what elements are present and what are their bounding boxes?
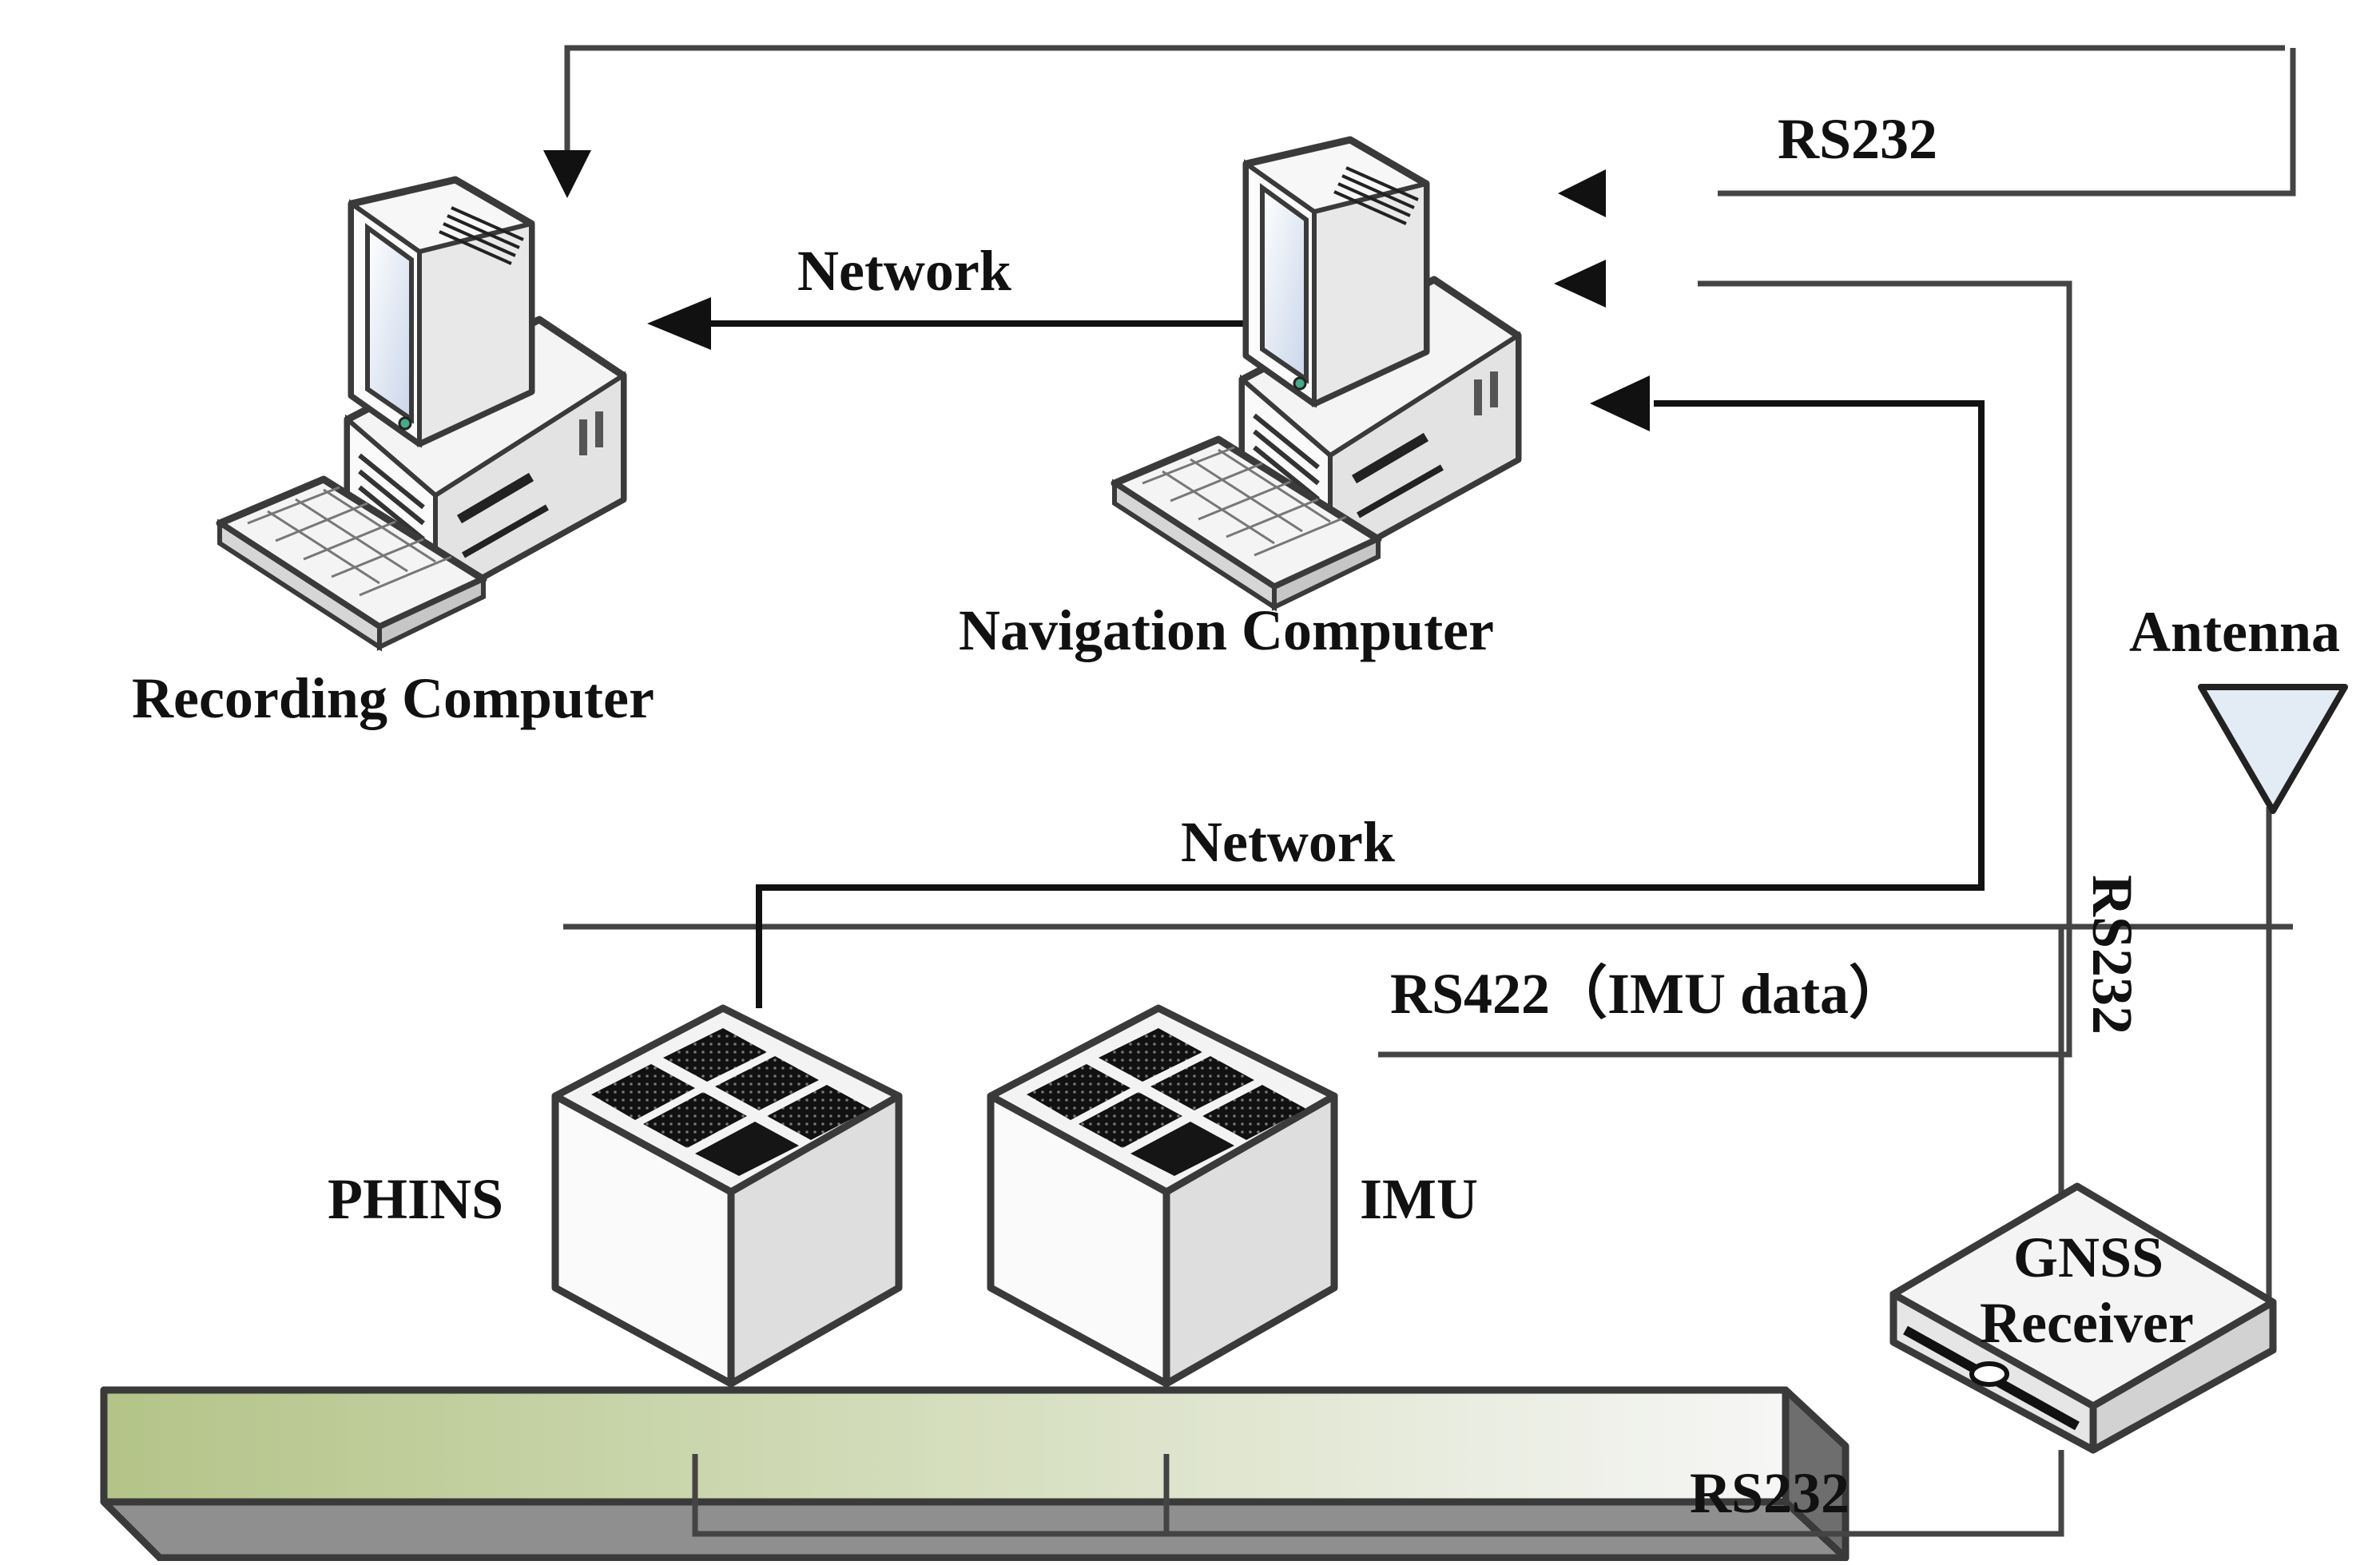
- arrowheads: [543, 150, 1650, 431]
- navigation-computer-icon: [1115, 140, 1518, 607]
- antenna-label: Antenna: [2129, 600, 2340, 664]
- rs232-label-vertical: RS232: [2080, 875, 2144, 1035]
- imu-label: IMU: [1360, 1167, 1478, 1231]
- gnss-label-line2: Receiver: [1980, 1291, 2194, 1355]
- recording-computer-label: Recording Computer: [132, 666, 654, 730]
- antenna-icon: [2198, 684, 2348, 814]
- connection-lines: [563, 45, 2296, 1537]
- recording-computer-icon: [220, 180, 623, 647]
- phins-label: PHINS: [328, 1167, 503, 1231]
- navigation-computer-label: Navigation Computer: [959, 598, 1494, 662]
- gnss-receiver-icon: [1889, 1182, 2277, 1454]
- rs422-imu-label: RS422（IMU data）: [1390, 962, 1906, 1026]
- network-label-middle: Network: [1181, 810, 1395, 874]
- rs232-label-top: RS232: [1778, 107, 1937, 171]
- gnss-label-line1: GNSS: [2013, 1225, 2163, 1289]
- rs232-label-bottom: RS232: [1690, 1461, 1850, 1525]
- imu-unit-icon: [991, 1008, 1334, 1384]
- phins-unit-icon: [555, 1008, 899, 1384]
- network-label-top: Network: [797, 239, 1011, 303]
- mounting-platform: [100, 1386, 1850, 1562]
